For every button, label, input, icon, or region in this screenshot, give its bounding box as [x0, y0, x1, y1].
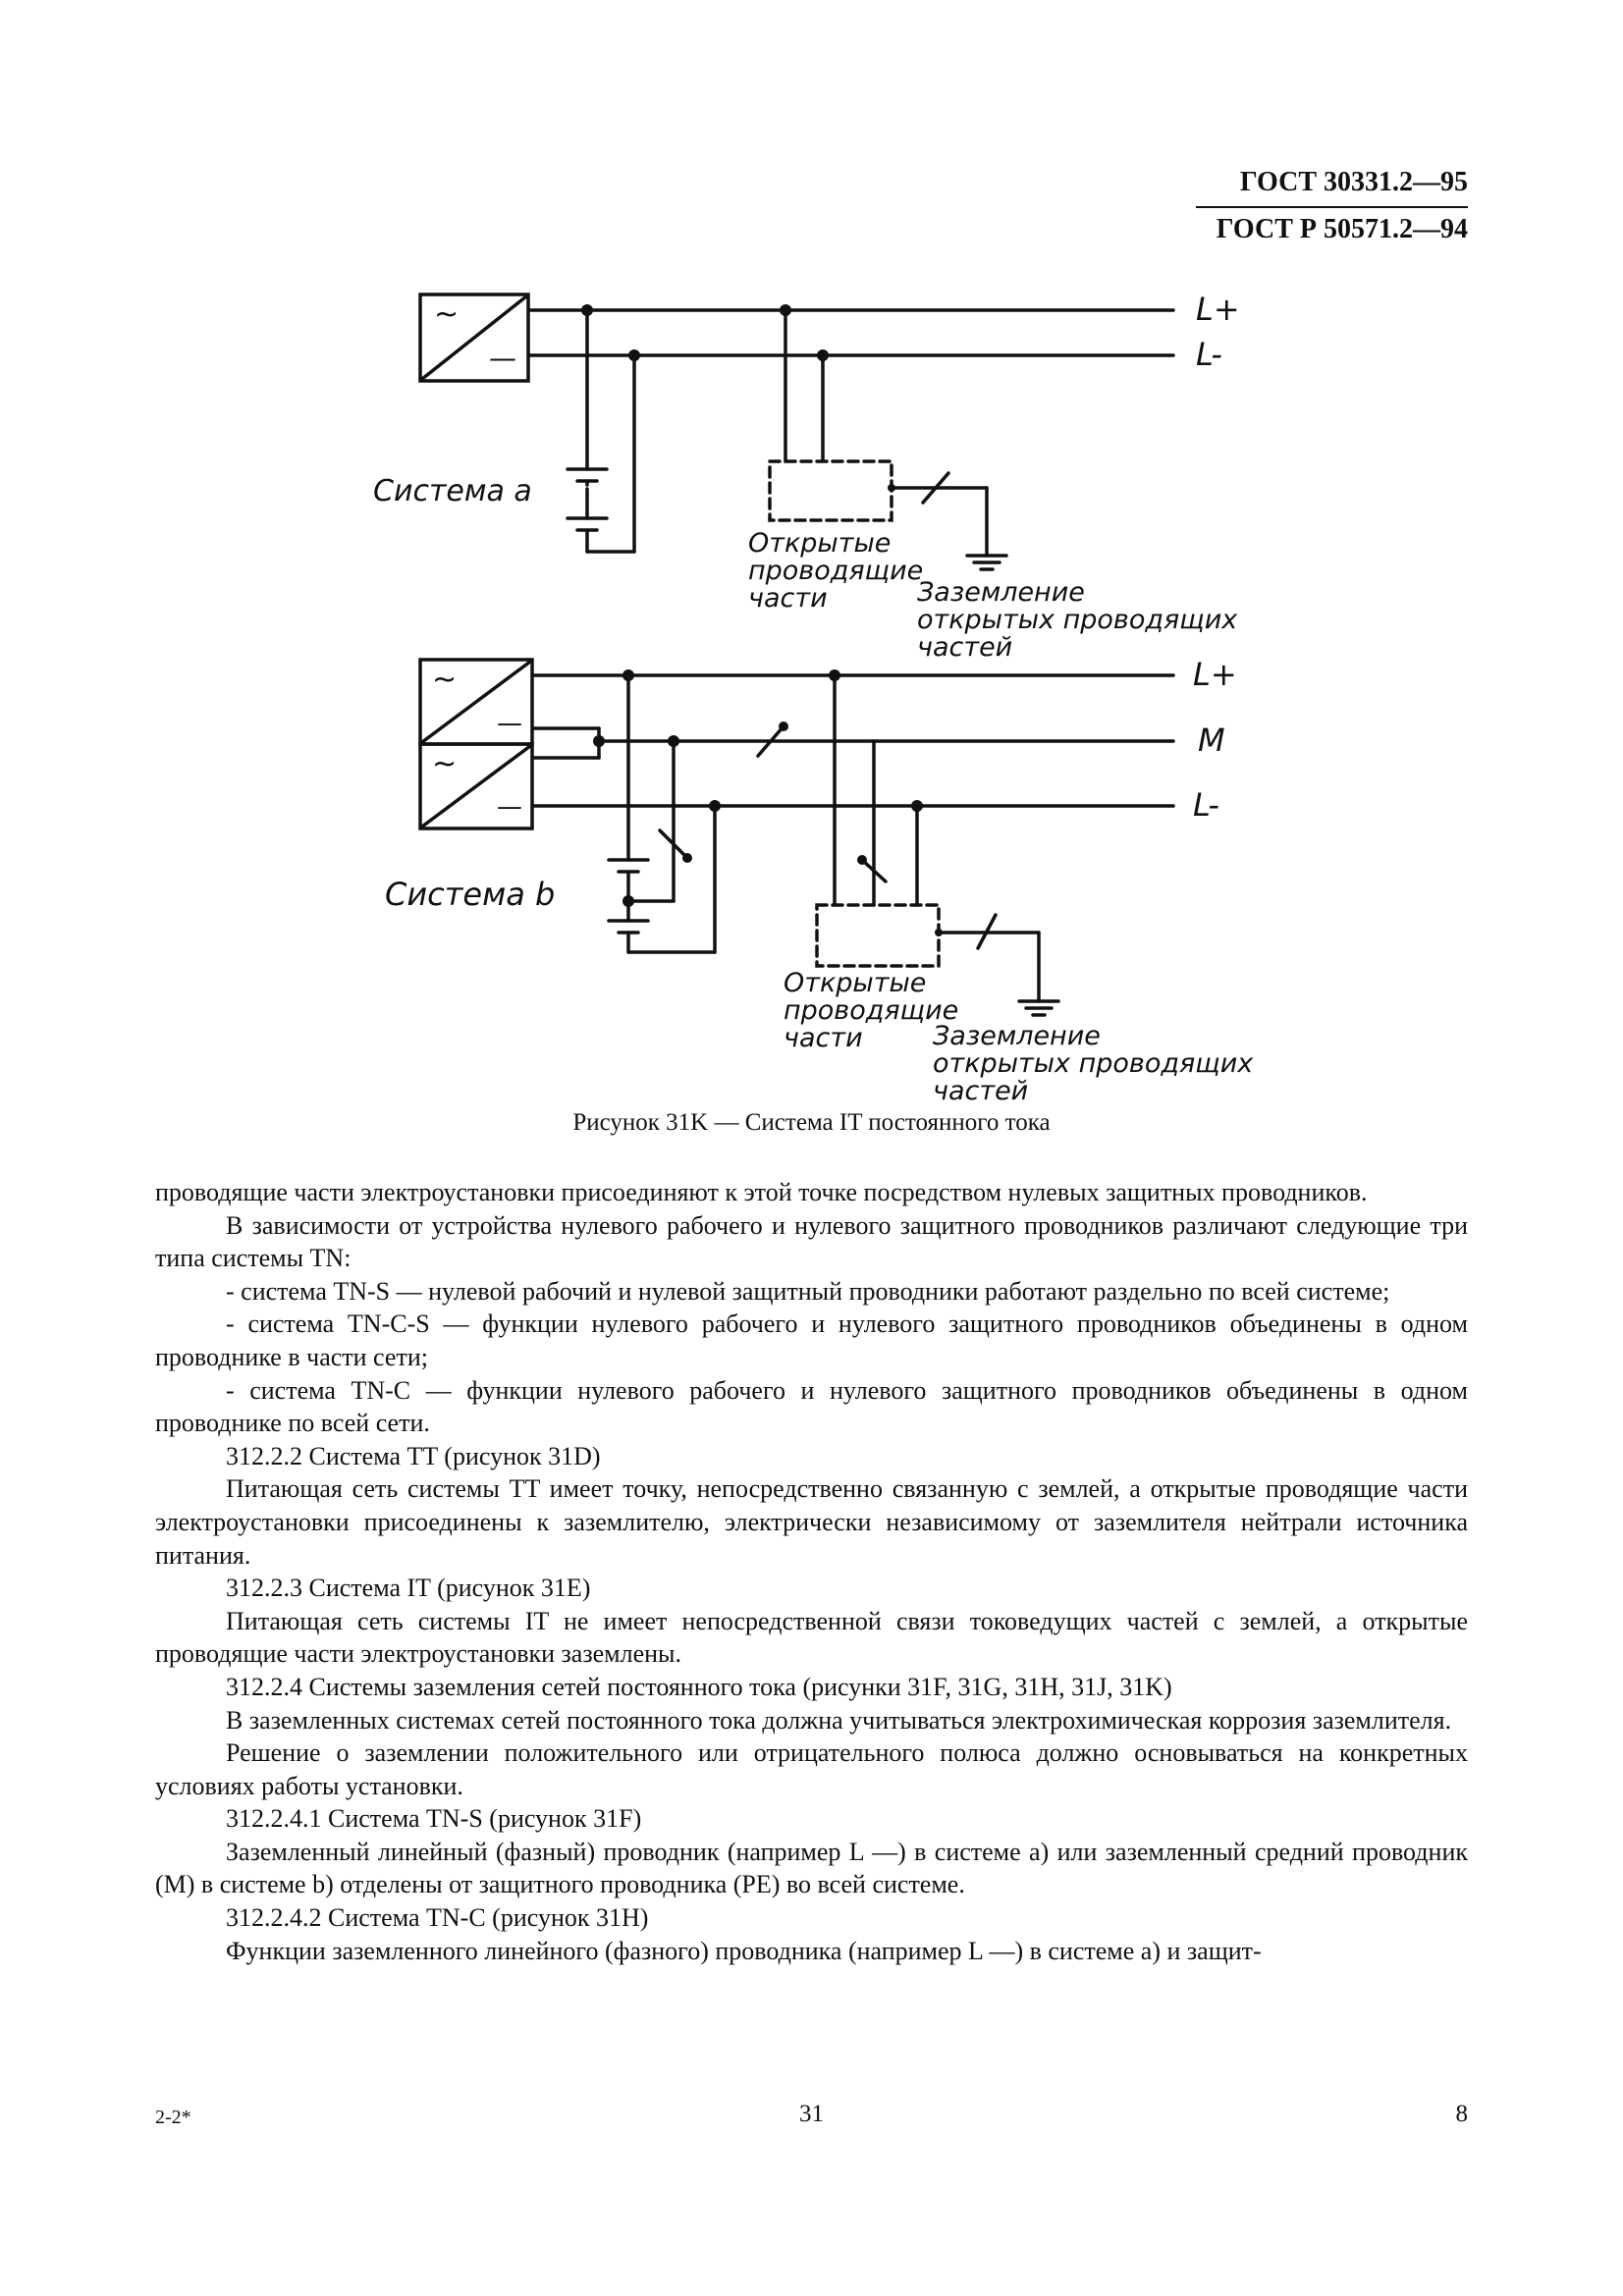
paragraph: Решение о заземлении положительного или … — [155, 1738, 1468, 1800]
system-b-earthing-label-1: Заземление — [933, 1021, 1101, 1051]
paragraph: Питающая сеть системы IT не имеет непоср… — [155, 1606, 1468, 1669]
paragraph: Заземленный линейный (фазный) проводник … — [155, 1837, 1468, 1899]
system-a-minus: — — [489, 342, 516, 374]
system-b-lplus-label: L+ — [1193, 656, 1237, 693]
header-rule — [1196, 206, 1468, 208]
system-a-earthing-label-2: открытых проводящих — [917, 605, 1238, 635]
system-b-earthing-label-3: частей — [933, 1076, 1028, 1106]
footer-sheet-number: 8 — [1455, 2101, 1469, 2127]
system-b-exposed-label-1: Открытые — [784, 968, 926, 998]
junction-dots — [581, 304, 943, 936]
paragraph: В зависимости от устройства нулевого раб… — [155, 1210, 1468, 1273]
page-number: 31 — [799, 2101, 824, 2127]
standard-number-2: ГОСТ Р 50571.2—94 — [1216, 214, 1468, 244]
system-a-exposed-parts-box — [768, 459, 893, 522]
paragraph: - система TN-C — функции нулевого рабоче… — [155, 1375, 1468, 1438]
system-a-earthing-label-3: частей — [917, 632, 1012, 663]
body-text: проводящие части электроустановки присое… — [155, 1176, 1468, 1967]
figure-caption: Рисунок 31K — Система IT постоянного ток… — [572, 1109, 1051, 1136]
system-b-earthing-label-2: открытых проводящих — [933, 1048, 1254, 1079]
system-b-exposed-label-2: проводящие — [784, 995, 958, 1026]
system-b-minus-2: — — [497, 792, 522, 822]
footer-sheet-code: 2-2* — [155, 2107, 191, 2128]
paragraph: 312.2.4 Системы заземления сетей постоян… — [226, 1672, 1172, 1701]
paragraph: В заземленных системах сетей постоянного… — [226, 1705, 1452, 1735]
system-b-m-label: M — [1198, 721, 1225, 759]
paragraph: - система TN-C-S — функции нулевого рабо… — [155, 1309, 1468, 1371]
system-a-lminus-label: L- — [1196, 336, 1222, 373]
system-a-lplus-label: L+ — [1196, 291, 1240, 328]
system-b-exposed-label-3: части — [784, 1023, 863, 1053]
paragraph: Функции заземленного линейного (фазного)… — [226, 1936, 1262, 1965]
system-b-tilde-2: ~ — [432, 747, 457, 781]
system-a-exposed-label-1: Открытые — [748, 528, 891, 559]
system-b-source-box-2 — [418, 742, 534, 830]
system-b-lminus-label: L- — [1193, 786, 1219, 824]
paragraph: проводящие части электроустановки присое… — [155, 1178, 1368, 1206]
system-b-minus-1: — — [497, 709, 522, 738]
system-a-label: Система a — [373, 474, 532, 508]
figure-31k-diagram: ~ — L+ L- Система a Открытые проводящие … — [373, 291, 1254, 1106]
system-b-exposed-parts-box — [815, 903, 941, 968]
paragraph: 312.2.3 Система IT (рисунок 31E) — [226, 1574, 591, 1603]
system-a-exposed-label-3: части — [748, 583, 828, 614]
standard-number-1: ГОСТ 30331.2—95 — [1239, 167, 1468, 197]
paragraph: - система TN-S — нулевой рабочий и нулев… — [226, 1276, 1390, 1306]
paragraph: 312.2.2 Система TT (рисунок 31D) — [226, 1441, 601, 1470]
system-b-tilde-1: ~ — [432, 663, 457, 697]
system-a-earthing-label-1: Заземление — [917, 577, 1085, 608]
system-b-label: Система b — [385, 876, 555, 913]
system-a-tilde: ~ — [434, 297, 459, 332]
system-a-source-box — [418, 293, 530, 383]
paragraph: 312.2.4.1 Система TN-S (рисунок 31F) — [226, 1804, 642, 1834]
paragraph: Питающая сеть системы TT имеет точку, не… — [155, 1474, 1468, 1570]
paragraph: 312.2.4.2 Система TN-C (рисунок 31H) — [226, 1903, 649, 1933]
system-a-exposed-label-2: проводящие — [748, 556, 923, 586]
